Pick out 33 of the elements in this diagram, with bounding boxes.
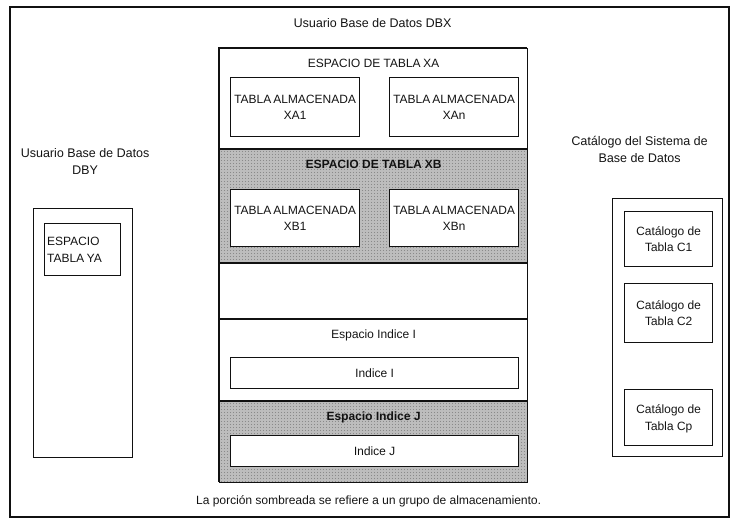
index-box: [230, 435, 519, 467]
box-label: Indice I: [354, 364, 395, 382]
group-heading: Catálogo del Sistema de Base de Datos: [570, 133, 709, 167]
tablespace-box: [44, 223, 121, 276]
index-space-band: [219, 401, 528, 483]
box-label: Indice J: [352, 442, 396, 460]
empty-band: [219, 263, 528, 319]
box-label: ESPACIO TABLA YA: [46, 233, 103, 266]
caption: La porción sombreada se refiere a un grupo de almacenamiento.: [195, 492, 542, 508]
box-label: TABLA ALMACENADA XAn: [392, 90, 516, 124]
table-catalog-box: [624, 283, 713, 343]
box-label: TABLA ALMACENADA XB1: [233, 202, 357, 234]
box-label: TABLA ALMACENADA XBn: [392, 202, 516, 234]
stored-table-box: [389, 189, 519, 247]
stored-table-box: [230, 77, 360, 137]
stored-table-box: [230, 189, 360, 247]
band-title: ESPACIO DE TABLA XA: [306, 55, 440, 72]
tablespace-band: [219, 149, 528, 263]
table-catalog-box: [624, 211, 713, 267]
index-space-band: [219, 319, 528, 401]
group-heading: Usuario Base de Datos DBX: [294, 15, 452, 32]
table-catalog-box: [624, 389, 713, 446]
band-title: Espacio Indice I: [330, 326, 417, 342]
index-box: [230, 357, 519, 389]
band-title: ESPACIO DE TABLA XB: [304, 156, 442, 172]
tablespace-band: [219, 48, 528, 149]
band-title: Espacio Indice J: [325, 408, 422, 424]
box-label: Catálogo de Tabla Cp: [635, 401, 702, 434]
group-heading: Usuario Base de Datos DBY: [20, 145, 150, 179]
box-label: Catálogo de Tabla C1: [635, 222, 702, 256]
stored-table-box: [389, 77, 519, 137]
box-label: TABLA ALMACENADA XA1: [233, 90, 357, 124]
box-label: Catálogo de Tabla C2: [635, 296, 702, 330]
